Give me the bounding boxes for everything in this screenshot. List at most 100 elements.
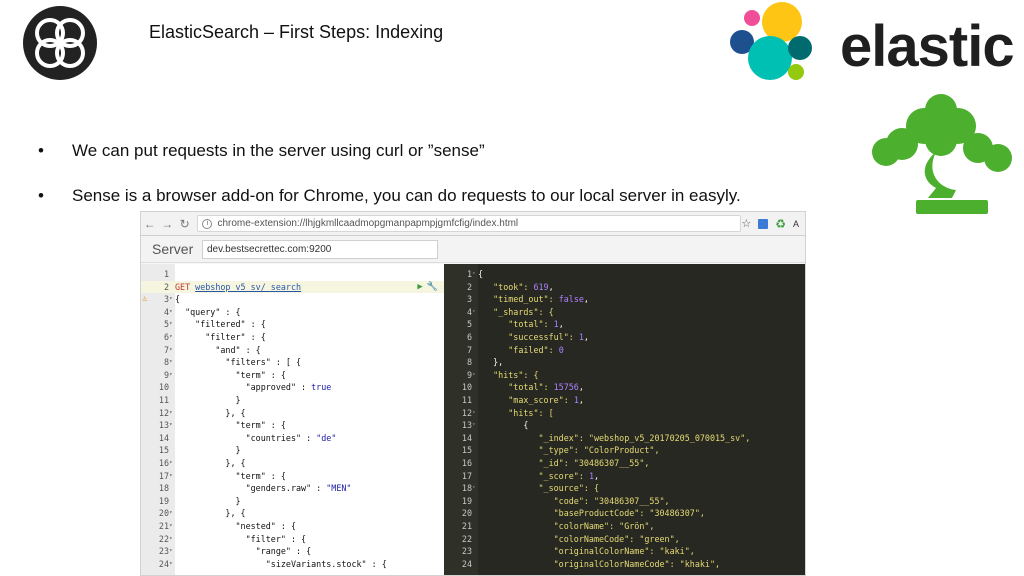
recycle-extension-icon[interactable]: ♻	[775, 216, 786, 231]
info-icon[interactable]: i	[202, 218, 213, 229]
extension-icon[interactable]	[758, 218, 769, 229]
code-line: 23 "originalColorName": "kaki",	[444, 545, 805, 558]
code-line: 14 "_index": "webshop_v5_20170205_070015…	[444, 432, 805, 445]
line-number: 19	[461, 495, 472, 506]
bookmark-star-icon[interactable]: ☆	[741, 218, 752, 230]
code-token: "query" : {	[175, 306, 241, 317]
line-number: 8	[466, 357, 472, 368]
code-token: 1	[553, 319, 559, 330]
fold-toggle-icon[interactable]: ▾	[169, 459, 173, 466]
fold-toggle-icon[interactable]: ▾	[169, 370, 173, 378]
code-line: 8▾ "filters" : [ {	[141, 356, 444, 369]
line-number: 5	[163, 319, 169, 330]
fold-toggle-icon[interactable]: ▾	[169, 509, 173, 517]
line-number: 13	[158, 420, 169, 431]
code-line: 12▾ "hits": [	[444, 407, 805, 420]
code-text: "sizeVariants.stock" : {	[175, 558, 387, 571]
bonsai-tree-icon	[872, 94, 1012, 214]
line-number: 10	[461, 382, 472, 393]
code-text: "filtered" : {	[175, 318, 266, 331]
slide-title: ElasticSearch – First Steps: Indexing	[149, 22, 444, 42]
fold-toggle-icon[interactable]: ▾	[169, 534, 173, 542]
code-token: "_score":	[478, 470, 589, 481]
elastic-logo-icon	[730, 2, 812, 80]
code-token: "filtered" : {	[175, 319, 266, 330]
code-line: 5 "total": 1,	[444, 318, 805, 331]
code-line: 17 "_score": 1,	[444, 470, 805, 483]
bullet-item: Sense is a browser add-on for Chrome, yo…	[36, 185, 741, 207]
code-token: 1	[588, 470, 594, 481]
line-number: 9	[466, 369, 472, 380]
fold-toggle-icon[interactable]: ▾	[169, 320, 173, 328]
response-viewer[interactable]: 1▾{2 "took": 619,3 "timed_out": false,4▾…	[444, 264, 805, 575]
line-number: 21	[158, 521, 169, 531]
code-line: 13▾ {	[444, 419, 805, 432]
code-token: ,	[583, 294, 589, 305]
line-number: 9	[163, 369, 169, 380]
code-line: 20 "baseProductCode": "30486307",	[444, 507, 805, 520]
line-number: 16	[158, 458, 169, 468]
fold-toggle-icon[interactable]: ▾	[169, 547, 173, 555]
code-token: 15756	[553, 382, 579, 393]
fold-toggle-icon[interactable]: ▾	[472, 270, 476, 277]
code-token: ,	[583, 332, 589, 342]
browser-toolbar: ← → ↻ i chrome-extension://lhjgkmllcaadm…	[141, 212, 805, 236]
line-number: 19	[158, 495, 169, 506]
forward-icon[interactable]: →	[161, 216, 174, 231]
code-text: "countries" : "de"	[175, 432, 337, 445]
bestsecret-logo-icon	[23, 6, 97, 80]
fold-toggle-icon[interactable]: ▾	[472, 421, 476, 429]
fold-toggle-icon[interactable]: ▾	[169, 358, 173, 366]
code-token: "term" : {	[175, 470, 286, 481]
code-line: 4▾ "query" : {	[141, 306, 444, 319]
send-request-icon[interactable]: ▶	[417, 281, 423, 292]
back-icon[interactable]: ←	[143, 216, 156, 231]
fold-toggle-icon[interactable]: ▾	[169, 471, 173, 479]
line-number: 17	[461, 470, 472, 481]
code-token: "colorNameCode": "green",	[478, 533, 680, 544]
line-number: 14	[461, 432, 472, 443]
code-text: "originalColorName": "kaki",	[478, 545, 695, 558]
code-token: "code": "30486307__55",	[478, 495, 670, 506]
fold-toggle-icon[interactable]: ▾	[169, 345, 173, 353]
line-number: 1	[163, 269, 169, 279]
line-number: 10	[158, 382, 169, 393]
fold-toggle-icon[interactable]: ▾	[472, 370, 476, 378]
code-line: 5▾ "filtered" : {	[141, 318, 444, 331]
address-bar[interactable]: i chrome-extension://lhjgkmllcaadmopgman…	[197, 215, 742, 232]
fold-toggle-icon[interactable]: ▾	[169, 522, 173, 529]
code-text: "_score": 1,	[478, 470, 600, 483]
fold-toggle-icon[interactable]: ▾	[169, 408, 173, 416]
code-line: 4▾ "_shards": {	[444, 306, 805, 319]
code-text: "genders.raw" : "MEN"	[175, 482, 352, 495]
fold-toggle-icon[interactable]: ▾	[169, 559, 173, 567]
fold-toggle-icon[interactable]: ▾	[169, 333, 173, 340]
wrench-icon[interactable]: 🔧	[426, 281, 438, 292]
code-token: ,	[593, 470, 600, 481]
line-number: 22	[461, 533, 472, 544]
code-text: "term" : {	[175, 470, 286, 483]
line-number: 2	[163, 281, 169, 292]
server-input[interactable]	[202, 239, 438, 259]
code-token: false	[558, 294, 584, 305]
fold-toggle-icon[interactable]: ▾	[472, 408, 476, 416]
fold-toggle-icon[interactable]: ▾	[472, 484, 476, 492]
code-text: "_id": "30486307__55",	[478, 457, 650, 470]
code-text: "code": "30486307__55",	[478, 495, 670, 508]
code-line: 7▾ "and" : {	[141, 344, 444, 357]
code-token: "and" : {	[175, 344, 261, 355]
extension-label[interactable]: A	[793, 218, 800, 229]
code-text: {	[175, 293, 180, 306]
code-token: "successful":	[478, 332, 579, 342]
fold-toggle-icon[interactable]: ▾	[169, 307, 173, 315]
reload-icon[interactable]: ↻	[179, 216, 190, 231]
code-text: "filter" : {	[175, 533, 307, 546]
code-token: "took":	[478, 281, 534, 292]
fold-toggle-icon[interactable]: ▾	[169, 421, 173, 429]
sense-server-bar: Server	[141, 236, 805, 263]
fold-toggle-icon[interactable]: ▾	[472, 307, 476, 315]
code-line: 21▾ "nested" : {	[141, 520, 444, 533]
code-line: 9▾ "hits": {	[444, 369, 805, 382]
fold-toggle-icon[interactable]: ▾	[169, 295, 173, 303]
